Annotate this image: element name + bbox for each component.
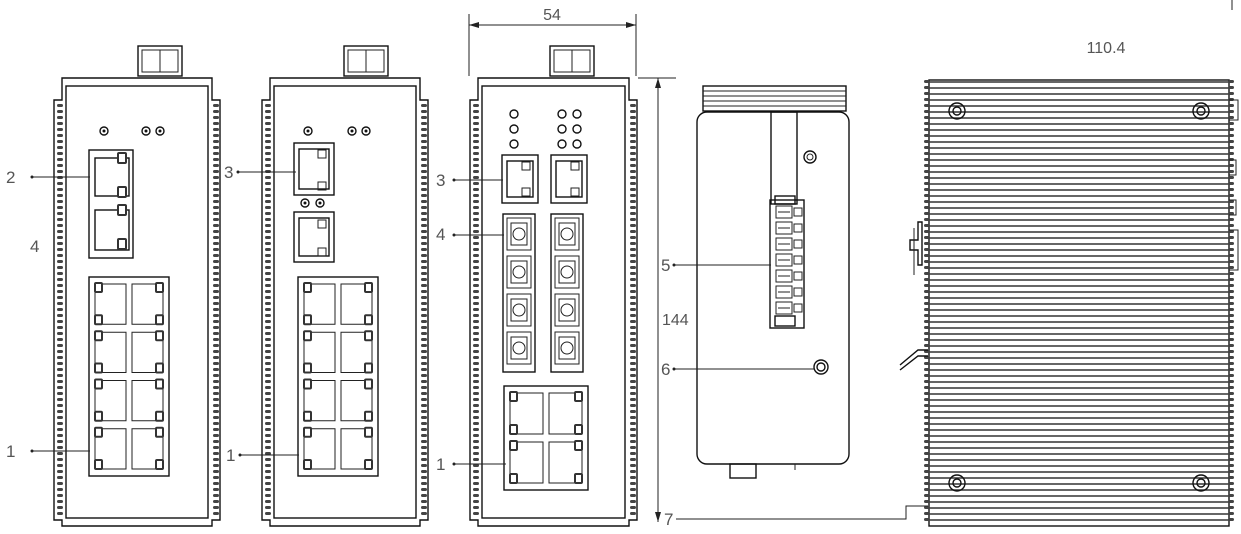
callout-copper-a: 1 bbox=[6, 442, 15, 461]
ground-screw bbox=[813, 359, 829, 375]
callout-fiber-c: 4 bbox=[436, 225, 445, 244]
callout-combo-ports: 2 bbox=[6, 168, 15, 187]
status-leds-c bbox=[509, 109, 582, 149]
dimension-height: 144 bbox=[638, 77, 689, 522]
heatsink-fins bbox=[924, 80, 1234, 521]
copper-ports-a bbox=[88, 276, 170, 477]
copper-ports-b bbox=[297, 276, 379, 477]
callout-ground-screw: 6 bbox=[661, 360, 670, 379]
status-leds-b bbox=[300, 126, 371, 208]
power-connector-c bbox=[549, 45, 595, 77]
power-connector-b bbox=[343, 45, 389, 77]
fiber-ports-c bbox=[502, 213, 584, 373]
power-connector-a bbox=[137, 45, 183, 77]
sfp-ports-c bbox=[501, 154, 588, 204]
side-view bbox=[696, 85, 850, 479]
sfp-ports-b bbox=[293, 142, 335, 263]
mount-screws bbox=[948, 102, 1210, 492]
terminal-block bbox=[769, 195, 805, 329]
callout-labels: 2 4 1 3 1 3 4 1 5 6 7 bbox=[6, 163, 928, 529]
callout-terminal-block: 5 bbox=[661, 256, 670, 275]
din-rail-clip bbox=[899, 221, 928, 371]
status-leds-a bbox=[99, 126, 165, 136]
callout-din-rail: 7 bbox=[664, 510, 673, 529]
combo-ports-a bbox=[88, 149, 134, 259]
width-dimension-label: 54 bbox=[543, 7, 561, 24]
callout-sfp-b: 3 bbox=[224, 163, 233, 182]
front-view-8-copper-2-sfp bbox=[261, 45, 429, 527]
heatsink-view bbox=[899, 79, 1239, 527]
right-edge-connectors bbox=[1229, 99, 1239, 271]
copper-ports-c bbox=[503, 385, 589, 491]
right-fins-a bbox=[213, 104, 219, 515]
callout-copper-c: 1 bbox=[436, 455, 445, 474]
dimension-width: 54 bbox=[468, 7, 637, 76]
depth-dimension-label: 110.4 bbox=[1087, 40, 1126, 57]
front-view-4-copper-4-fiber-2-sfp bbox=[469, 45, 638, 527]
left-fins-a bbox=[57, 104, 63, 515]
front-view-8-copper-2-combo bbox=[53, 45, 221, 527]
height-dimension-label: 144 bbox=[662, 312, 689, 329]
callout-sfp-c: 3 bbox=[436, 171, 445, 190]
callout-fiber-a: 4 bbox=[30, 237, 39, 256]
callout-copper-b: 1 bbox=[226, 446, 235, 465]
